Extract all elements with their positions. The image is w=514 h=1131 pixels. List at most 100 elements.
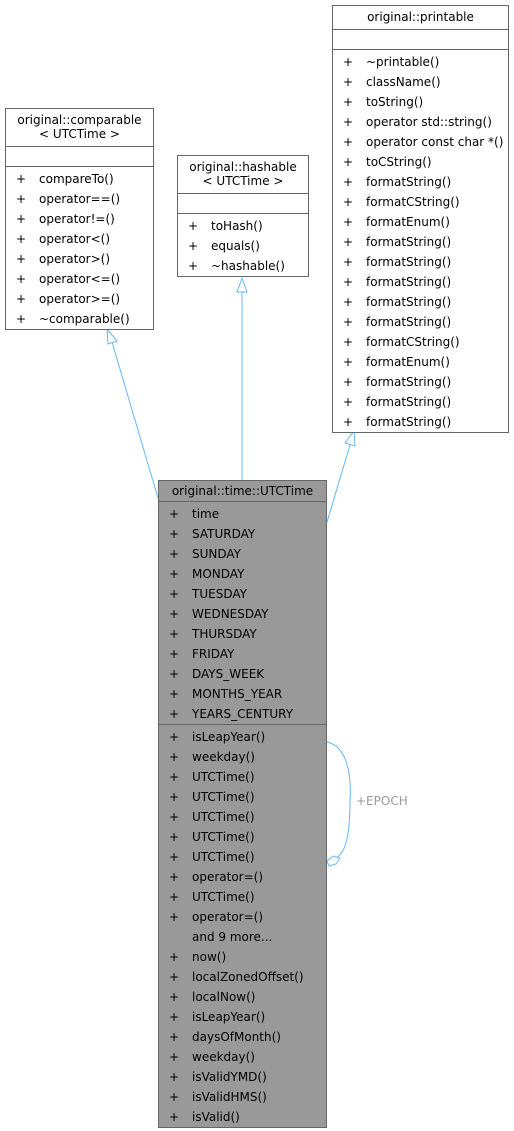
visibility-marker: + (169, 850, 180, 864)
method-row-utctime: + UTCTime() (159, 767, 326, 787)
method-row-operator: +operator<() (6, 229, 153, 249)
arrowhead-self-epoch (326, 855, 341, 867)
method-row-utctime: +UTCTime() (159, 807, 326, 827)
method-row-formatstring: +formatString() (333, 292, 508, 312)
visibility-marker: + (343, 235, 354, 249)
method-name: isLeapYear() (192, 1010, 266, 1024)
visibility-marker: + (188, 239, 199, 253)
attribute-name: FRIDAY (192, 647, 235, 661)
class-title: original::time::UTCTime (159, 481, 326, 501)
visibility-marker: + (169, 507, 180, 521)
attribute-row-thursday: +THURSDAY (159, 624, 326, 644)
visibility-marker: + (343, 415, 354, 429)
method-name: operator>() (39, 252, 111, 266)
method-row-hashable: + ~hashable() (178, 256, 308, 276)
method-name: equals() (211, 239, 260, 253)
method-name: formatString() (366, 295, 452, 309)
arrowhead-printable (344, 429, 356, 447)
arrowhead-hashable (236, 276, 248, 293)
method-name: operator const char *() (366, 135, 504, 149)
visibility-marker: + (343, 155, 354, 169)
visibility-marker: + (16, 312, 27, 326)
method-row-operator: +operator=() (159, 867, 326, 887)
attribute-row-sunday: +SUNDAY (159, 544, 326, 564)
method-name: formatEnum() (366, 215, 450, 229)
visibility-marker: + (169, 687, 180, 701)
attribute-name: MONDAY (192, 567, 245, 581)
method-name: compareTo() (39, 172, 114, 186)
edge-self-epoch (326, 741, 351, 861)
method-row-formatcstring: +formatCString() (333, 332, 508, 352)
visibility-marker: + (169, 770, 180, 784)
visibility-marker: + (169, 910, 180, 924)
arrowhead-comparable (106, 327, 118, 345)
class-title-line: < UTCTime > (39, 127, 120, 141)
edge-utctime-to-comparable (111, 341, 159, 499)
edge-utctime-to-printable (326, 444, 351, 523)
attribute-name: YEARS_CENTURY (192, 707, 294, 721)
visibility-marker: + (188, 259, 199, 273)
method-name: toHash() (211, 219, 263, 233)
visibility-marker: + (16, 172, 27, 186)
method-name: UTCTime() (192, 770, 255, 784)
visibility-marker: + (343, 175, 354, 189)
visibility-marker: + (343, 75, 354, 89)
method-row-formatstring: +formatString() (333, 272, 508, 292)
visibility-marker: + (169, 527, 180, 541)
attribute-row-friday: + FRIDAY (159, 644, 326, 664)
visibility-marker: + (343, 275, 354, 289)
visibility-marker: + (169, 1050, 180, 1064)
visibility-marker: + (169, 970, 180, 984)
visibility-marker: + (16, 232, 27, 246)
attribute-row-tuesday: +TUESDAY (159, 584, 326, 604)
attribute-row-saturday: + SATURDAY (159, 524, 326, 544)
method-name: formatString() (366, 255, 452, 269)
method-row-operator-const-char: +operator const char *() (333, 132, 508, 152)
visibility-marker: + (169, 1010, 180, 1024)
method-name: className() (366, 75, 441, 89)
visibility-marker: + (343, 255, 354, 269)
method-row-localzonedoffset: +localZonedOffset() (159, 967, 326, 987)
attributes-section (6, 146, 153, 166)
method-name: isValidHMS() (192, 1090, 267, 1104)
method-name: and 9 more... (192, 930, 273, 944)
attribute-row-time: +time (159, 504, 326, 524)
method-row-weekday: +weekday() (159, 1047, 326, 1067)
visibility-marker: + (169, 627, 180, 641)
attribute-name: SATURDAY (192, 527, 256, 541)
method-row-isvalidhms: +isValidHMS() (159, 1087, 326, 1107)
method-row-formatcstring: +formatCString() (333, 192, 508, 212)
method-name: isValid() (192, 1110, 240, 1124)
class-box-utctime: original::time::UTCTime +time+SATURDAY+S… (158, 480, 327, 1128)
attribute-row-years-century: +YEARS_CENTURY (159, 704, 326, 724)
method-row-operator: +operator>() (6, 249, 153, 269)
method-row-comparable: +~comparable() (6, 309, 153, 329)
method-name: UTCTime() (192, 810, 255, 824)
method-row-printable: +~printable() (333, 52, 508, 72)
visibility-marker: + (343, 395, 354, 409)
method-row-tostring: +toString() (333, 92, 508, 112)
method-row-operator: +operator!=() (6, 209, 153, 229)
method-name: formatEnum() (366, 355, 450, 369)
attribute-name: TUESDAY (192, 587, 247, 601)
visibility-marker: + (188, 219, 199, 233)
visibility-marker: + (343, 355, 354, 369)
method-row-tohash: + toHash() (178, 216, 308, 236)
visibility-marker: + (169, 750, 180, 764)
method-name: ~hashable() (211, 259, 285, 273)
method-row-daysofmonth: +daysOfMonth() (159, 1027, 326, 1047)
visibility-marker: + (343, 95, 354, 109)
method-row-compareto: + compareTo() (6, 169, 153, 189)
visibility-marker: + (169, 547, 180, 561)
visibility-marker: + (169, 950, 180, 964)
method-row-tocstring: +toCString() (333, 152, 508, 172)
method-row-and-9-more: and 9 more... (159, 927, 326, 947)
visibility-marker: + (343, 315, 354, 329)
method-row-now: + now() (159, 947, 326, 967)
visibility-marker: + (169, 647, 180, 661)
method-name: operator=() (192, 870, 264, 884)
method-name: now() (192, 950, 227, 964)
method-name: formatCString() (366, 335, 460, 349)
method-row-weekday: +weekday() (159, 747, 326, 767)
